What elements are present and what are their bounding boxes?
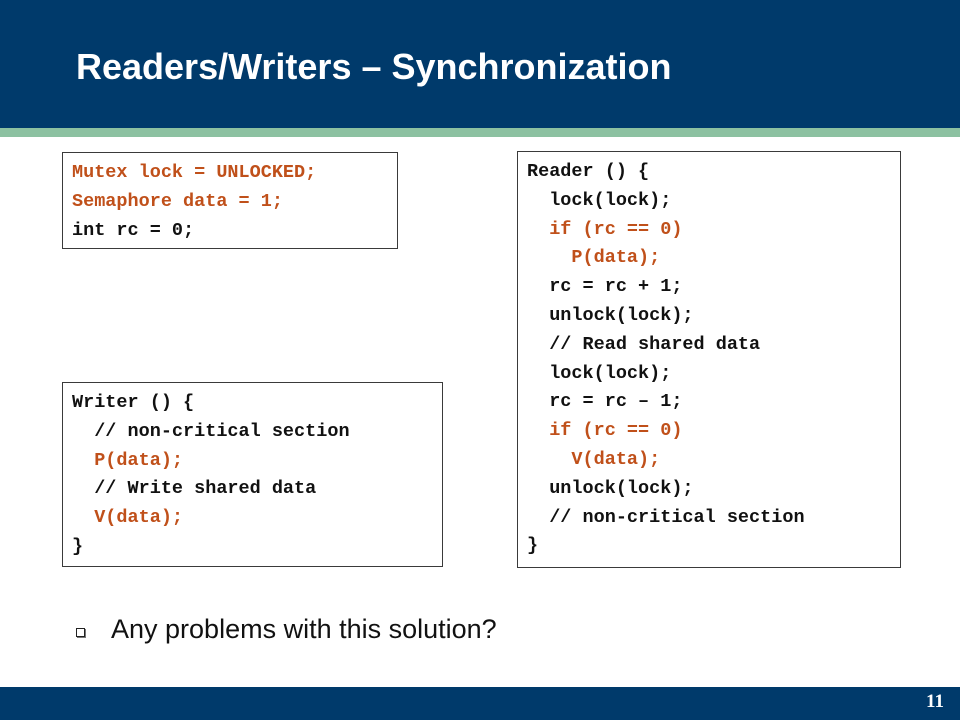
code-line: // Read shared data (527, 333, 761, 355)
page-number: 11 (926, 691, 944, 712)
code-line: lock(lock); (527, 362, 672, 384)
writer-code-box: Writer () { // non-critical section P(da… (62, 382, 443, 567)
code-line: P(data); (527, 247, 661, 269)
code-line: rc = rc – 1; (527, 391, 683, 413)
code-line: rc = rc + 1; (527, 276, 683, 298)
code-line: // non-critical section (72, 420, 350, 442)
code-line: V(data); (72, 507, 184, 529)
hollow-square-bullet-icon (76, 627, 85, 637)
code-line: Reader () { (527, 161, 650, 182)
code-line: } (527, 535, 539, 557)
bullet-item: Any problems with this solution? (76, 611, 497, 647)
code-line: // Write shared data (72, 478, 317, 500)
footer-bar: 11 (0, 687, 960, 720)
code-line: if (rc == 0) (527, 420, 683, 442)
code-line: Mutex lock = UNLOCKED; (72, 162, 317, 183)
code-line: unlock(lock); (527, 477, 694, 499)
code-line: Semaphore data = 1; (72, 190, 283, 212)
code-line: P(data); (72, 449, 184, 471)
code-line: lock(lock); (527, 189, 672, 211)
code-line: unlock(lock); (527, 304, 694, 326)
declarations-code-box: Mutex lock = UNLOCKED; Semaphore data = … (62, 152, 398, 249)
code-line: // non-critical section (527, 506, 805, 528)
code-line: if (rc == 0) (527, 218, 683, 240)
code-line: Writer () { (72, 392, 195, 413)
slide-title: Readers/Writers – Synchronization (76, 46, 672, 87)
code-line: int rc = 0; (72, 219, 195, 241)
code-line: V(data); (527, 448, 661, 470)
reader-code-box: Reader () { lock(lock); if (rc == 0) P(d… (517, 151, 901, 568)
bullet-text: Any problems with this solution? (111, 613, 497, 644)
code-line: } (72, 535, 84, 557)
accent-stripe (0, 128, 960, 137)
title-bar: Readers/Writers – Synchronization (0, 0, 960, 128)
